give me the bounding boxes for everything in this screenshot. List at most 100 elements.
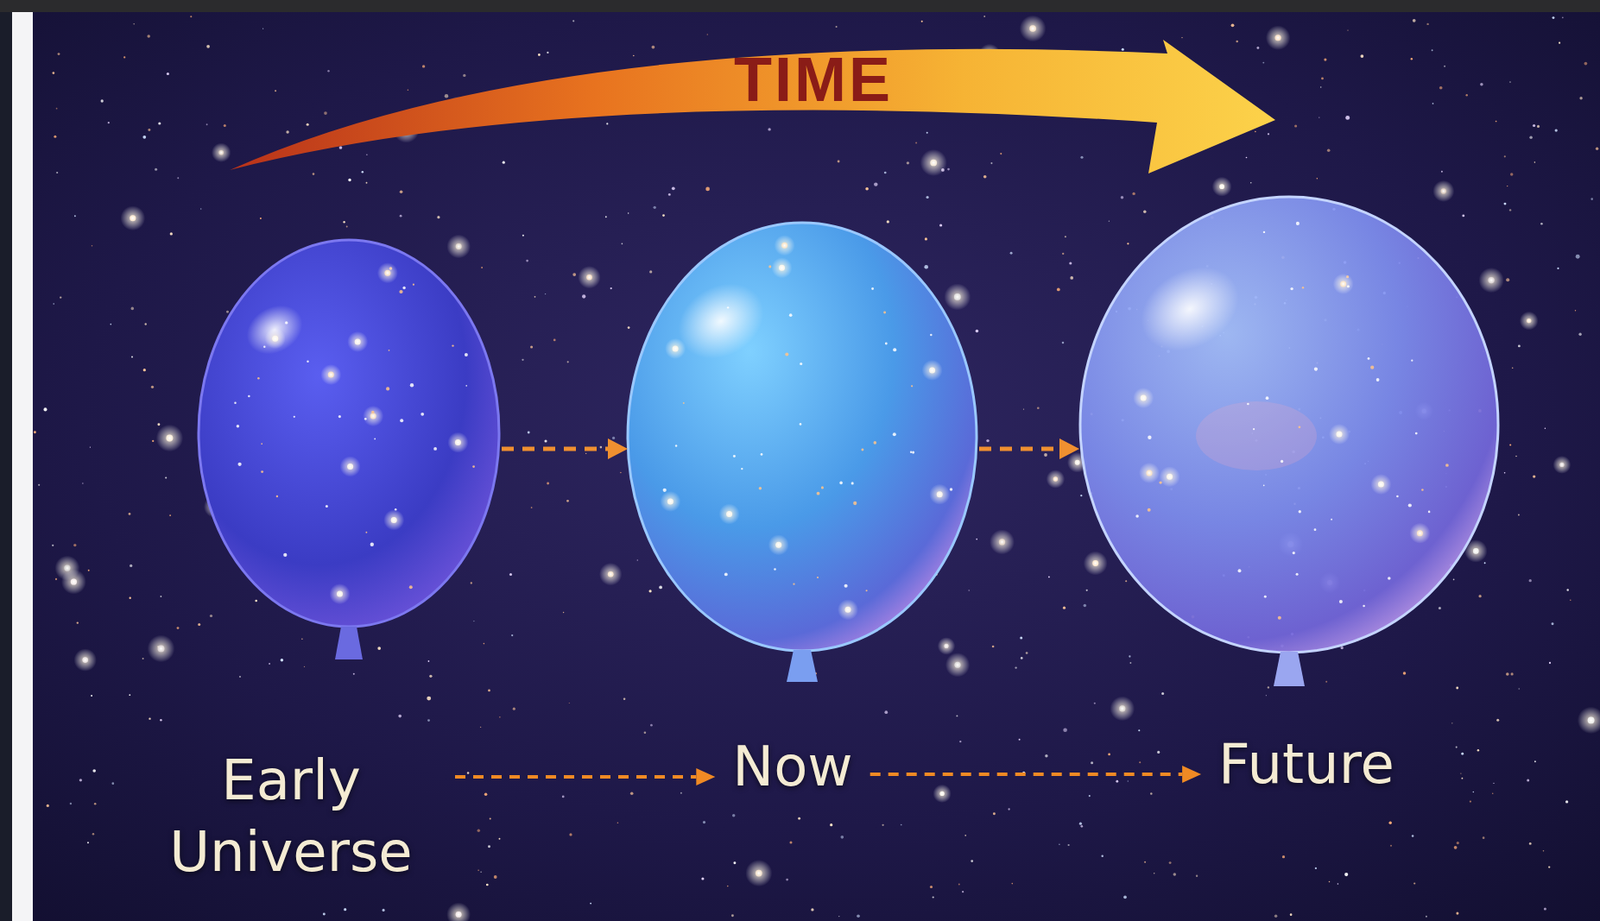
star	[1425, 916, 1428, 918]
star	[128, 512, 132, 516]
star	[1325, 681, 1328, 684]
star	[361, 170, 364, 173]
balloon-sparkle	[236, 424, 240, 428]
star-glow	[1432, 180, 1455, 203]
star	[1231, 23, 1235, 27]
star	[1515, 455, 1517, 457]
star	[856, 914, 861, 918]
star	[483, 643, 486, 646]
balloon-sparkle-glow	[320, 364, 342, 386]
star	[1069, 276, 1074, 280]
star	[1120, 196, 1125, 200]
stage-label-box: Early Universe	[135, 741, 447, 892]
star	[1108, 221, 1110, 222]
balloon-sparkle	[1280, 460, 1284, 463]
star	[668, 193, 671, 197]
star-glow	[446, 234, 471, 260]
star	[546, 51, 549, 54]
star	[1173, 872, 1177, 877]
balloon-sparkle	[773, 568, 777, 571]
star	[159, 595, 162, 598]
balloon-sparkle	[263, 345, 266, 348]
star	[489, 817, 492, 820]
star	[964, 834, 967, 837]
star	[487, 689, 491, 693]
star	[959, 740, 962, 743]
star	[87, 841, 89, 844]
star-glow	[156, 424, 184, 452]
star	[111, 782, 114, 785]
balloon-sparkle	[883, 311, 886, 315]
star	[975, 329, 980, 334]
star	[1318, 116, 1320, 118]
star	[303, 666, 305, 668]
balloon-sparkle	[233, 401, 236, 404]
star	[1138, 761, 1141, 764]
star	[197, 623, 201, 627]
star	[1496, 719, 1499, 722]
balloon-sparkle	[1415, 432, 1418, 436]
balloon-sparkle	[892, 432, 897, 437]
star	[101, 99, 104, 102]
balloon-sparkle	[1277, 616, 1282, 620]
expansion-arrow	[501, 447, 1061, 452]
now-balloon	[627, 222, 977, 683]
balloon-sparkle	[293, 416, 296, 418]
star	[1064, 235, 1067, 238]
star	[572, 19, 575, 22]
balloon-sparkle	[338, 415, 342, 418]
star	[705, 187, 710, 192]
star	[1090, 761, 1094, 765]
star	[164, 476, 167, 479]
star	[343, 908, 347, 911]
star	[107, 121, 110, 124]
star	[531, 506, 533, 509]
star	[56, 171, 58, 174]
balloon-sparkle	[1428, 511, 1431, 514]
star	[702, 821, 706, 824]
star	[619, 472, 622, 475]
star	[1505, 672, 1510, 677]
balloon-sparkle-glow	[774, 234, 796, 256]
star	[1441, 170, 1443, 173]
balloon-sparkle-glow	[659, 491, 681, 513]
star	[623, 698, 627, 702]
star	[1274, 914, 1278, 917]
star	[1412, 18, 1417, 23]
balloon-sparkle	[1298, 510, 1302, 513]
star	[254, 600, 258, 603]
star	[921, 20, 924, 23]
star	[53, 303, 55, 304]
star	[1532, 474, 1536, 478]
star	[147, 128, 151, 132]
balloon-sparkle-glow	[719, 504, 740, 525]
star	[1018, 739, 1021, 741]
star	[200, 208, 203, 210]
star	[1529, 136, 1533, 140]
connector-arrowhead	[695, 768, 715, 786]
star	[1320, 86, 1322, 89]
balloon-sparkle	[799, 362, 803, 366]
balloon-sparkle	[1135, 514, 1139, 519]
star	[999, 152, 1002, 155]
star	[487, 845, 491, 848]
star	[658, 586, 663, 590]
balloon-sparkle	[1367, 357, 1371, 361]
star	[967, 589, 969, 591]
star	[1477, 749, 1480, 753]
balloon-sparkle	[433, 447, 437, 451]
star	[649, 589, 652, 593]
balloon-sparkle	[325, 505, 329, 508]
star	[51, 544, 54, 547]
star	[1157, 751, 1160, 754]
star	[581, 294, 586, 298]
star	[1282, 855, 1285, 859]
star	[534, 296, 537, 298]
star	[151, 385, 154, 389]
star	[939, 223, 943, 227]
star	[436, 215, 440, 219]
balloon-sparkle-glow	[340, 455, 361, 477]
star	[268, 663, 271, 665]
star	[975, 538, 978, 541]
star-glow	[1046, 469, 1065, 488]
